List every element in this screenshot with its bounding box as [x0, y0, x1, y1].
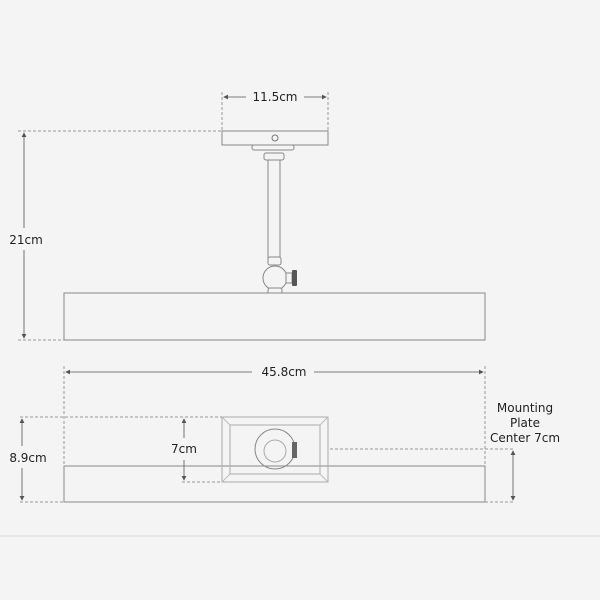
- knob-icon: [292, 270, 297, 286]
- canopy-width-label: 11.5cm: [252, 90, 297, 104]
- side-view: 11.5cm 21cm: [9, 90, 486, 341]
- plate-height-label: 7cm: [171, 442, 197, 456]
- knob-front-icon: [292, 442, 297, 458]
- stem: [267, 159, 281, 259]
- mounting-note-line-1: Mounting: [497, 401, 553, 415]
- knob-neck: [285, 272, 293, 284]
- collar: [263, 152, 285, 161]
- canopy-screw-icon: [271, 134, 279, 142]
- front-view: 45.8cm 8.9cm 7cm Mounting Plate Center 7…: [9, 365, 560, 503]
- swivel-front: [254, 428, 296, 470]
- stem-joint: [267, 256, 282, 266]
- overall-height-label: 21cm: [9, 233, 43, 247]
- swivel-ball: [262, 265, 288, 291]
- overall-width-label: 45.8cm: [261, 365, 306, 379]
- mounting-plate: [221, 416, 329, 483]
- canopy: [221, 130, 329, 146]
- overall-depth-label: 8.9cm: [9, 451, 46, 465]
- mounting-note-line-2: Plate: [510, 416, 540, 430]
- canopy-plate: [251, 144, 295, 151]
- lamp-bar-front: [63, 465, 486, 503]
- mounting-note-line-3: Center 7cm: [490, 431, 560, 445]
- lamp-bar-side: [63, 292, 486, 341]
